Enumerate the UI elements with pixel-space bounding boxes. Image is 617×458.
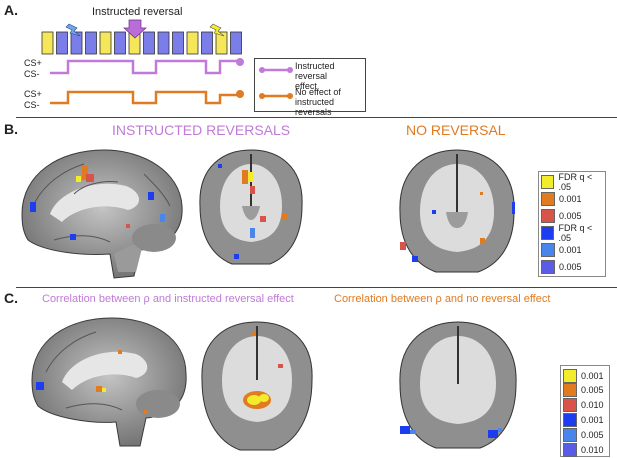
no-effect-trace bbox=[50, 90, 240, 105]
panel-b-title-left: INSTRUCTED REVERSALS bbox=[112, 122, 291, 138]
coronal-brain-c1 bbox=[201, 321, 313, 451]
legend-c-swatch bbox=[563, 368, 577, 383]
trial-box bbox=[186, 31, 199, 55]
legend-b-label: FDR q < .05 bbox=[558, 222, 593, 243]
divider-a-b bbox=[16, 117, 617, 118]
legend-b-swatch bbox=[541, 259, 555, 274]
legend-c-row: 0.010 bbox=[561, 441, 604, 458]
coronal-brain-b2 bbox=[399, 149, 515, 273]
legend-c-row: 0.001 bbox=[561, 411, 604, 428]
cs-plus-label-1: CS+ bbox=[24, 58, 42, 68]
legend-c-label: 0.005 bbox=[581, 429, 604, 440]
legend-c-label: 0.001 bbox=[581, 414, 604, 425]
legend-b-label: 0.001 bbox=[559, 244, 582, 255]
legend-c-label: 0.001 bbox=[581, 370, 604, 381]
legend-c-label: 0.010 bbox=[581, 444, 604, 455]
legend-b-label: 0.005 bbox=[559, 261, 582, 272]
trial-box bbox=[41, 31, 54, 55]
legend-c-label: 0.010 bbox=[581, 400, 604, 411]
panel-c-title-left: Correlation between ρ and instructed rev… bbox=[42, 293, 294, 305]
trial-box bbox=[85, 31, 97, 55]
instructed-reversal-label: Instructed reversal bbox=[92, 6, 183, 18]
panel-c-legend: 0.001 0.005 0.010 0.001 0.005 0.010 bbox=[560, 365, 610, 457]
legend-c-row: 0.010 bbox=[561, 397, 604, 414]
panel-b-letter: B. bbox=[4, 121, 18, 137]
coronal-brain-b1 bbox=[199, 149, 303, 265]
legend-no-effect-line2: instructed reversals bbox=[295, 97, 335, 117]
panel-b-title-right: NO REVERSAL bbox=[406, 122, 506, 138]
shock-bolt-icon bbox=[65, 23, 81, 37]
legend-c-row: 0.005 bbox=[561, 426, 604, 443]
legend-c-swatch bbox=[563, 427, 577, 442]
trial-box bbox=[230, 31, 242, 55]
cs-traces bbox=[50, 58, 244, 105]
panel-a-letter: A. bbox=[4, 2, 18, 18]
trial-box bbox=[201, 31, 213, 55]
legend-no-effect-line1: No effect of bbox=[295, 87, 341, 97]
legend-b-swatch bbox=[541, 208, 555, 223]
legend-b-label: 0.005 bbox=[559, 210, 582, 221]
trial-sequence bbox=[41, 19, 242, 55]
legend-b-row: 0.001 bbox=[539, 241, 582, 258]
trial-box bbox=[172, 31, 184, 55]
trial-box bbox=[99, 31, 112, 55]
legend-instructed-line1: Instructed reversal bbox=[295, 61, 335, 81]
trial-box bbox=[215, 31, 228, 55]
trial-box bbox=[114, 31, 126, 55]
legend-instructed-line2: effect bbox=[295, 81, 317, 91]
instruction-arrow-icon bbox=[123, 19, 147, 39]
legend-c-swatch bbox=[563, 442, 577, 457]
divider-b-c bbox=[16, 287, 617, 288]
legend-c-row: 0.005 bbox=[561, 382, 604, 399]
trial-box bbox=[70, 31, 83, 55]
sagittal-brain-b bbox=[21, 149, 183, 279]
trial-box bbox=[157, 31, 170, 55]
panel-a-legend: Instructed reversal effect No effect of … bbox=[254, 58, 366, 117]
legend-b-swatch bbox=[541, 174, 555, 189]
sagittal-brain-c bbox=[31, 317, 187, 447]
trial-box bbox=[143, 31, 155, 55]
legend-b-row: 0.005 bbox=[539, 207, 582, 224]
legend-c-swatch bbox=[563, 383, 577, 398]
legend-b-swatch bbox=[541, 191, 555, 206]
shock-bolt-icon bbox=[209, 23, 225, 37]
legend-b-row: 0.005 bbox=[539, 258, 582, 275]
panel-c-letter: C. bbox=[4, 290, 18, 306]
legend-b-row: FDR q < .05 bbox=[539, 171, 605, 192]
panel-c-title-right: Correlation between ρ and no reversal ef… bbox=[334, 293, 551, 305]
legend-b-swatch bbox=[541, 225, 555, 240]
legend-b-label: 0.001 bbox=[559, 193, 582, 204]
cs-minus-label-1: CS- bbox=[24, 69, 40, 79]
cs-minus-label-2: CS- bbox=[24, 100, 40, 110]
legend-c-label: 0.005 bbox=[581, 385, 604, 396]
legend-b-row: 0.001 bbox=[539, 190, 582, 207]
legend-c-row: 0.001 bbox=[561, 367, 604, 384]
legend-b-label: FDR q < .05 bbox=[558, 171, 593, 192]
legend-c-swatch bbox=[563, 398, 577, 413]
trial-box bbox=[56, 31, 68, 55]
coronal-brain-c2 bbox=[399, 321, 517, 449]
cs-plus-label-2: CS+ bbox=[24, 89, 42, 99]
instructed-trace bbox=[50, 59, 240, 75]
legend-c-swatch bbox=[563, 412, 577, 427]
legend-b-swatch bbox=[541, 242, 555, 257]
legend-b-row: FDR q < .05 bbox=[539, 222, 605, 243]
